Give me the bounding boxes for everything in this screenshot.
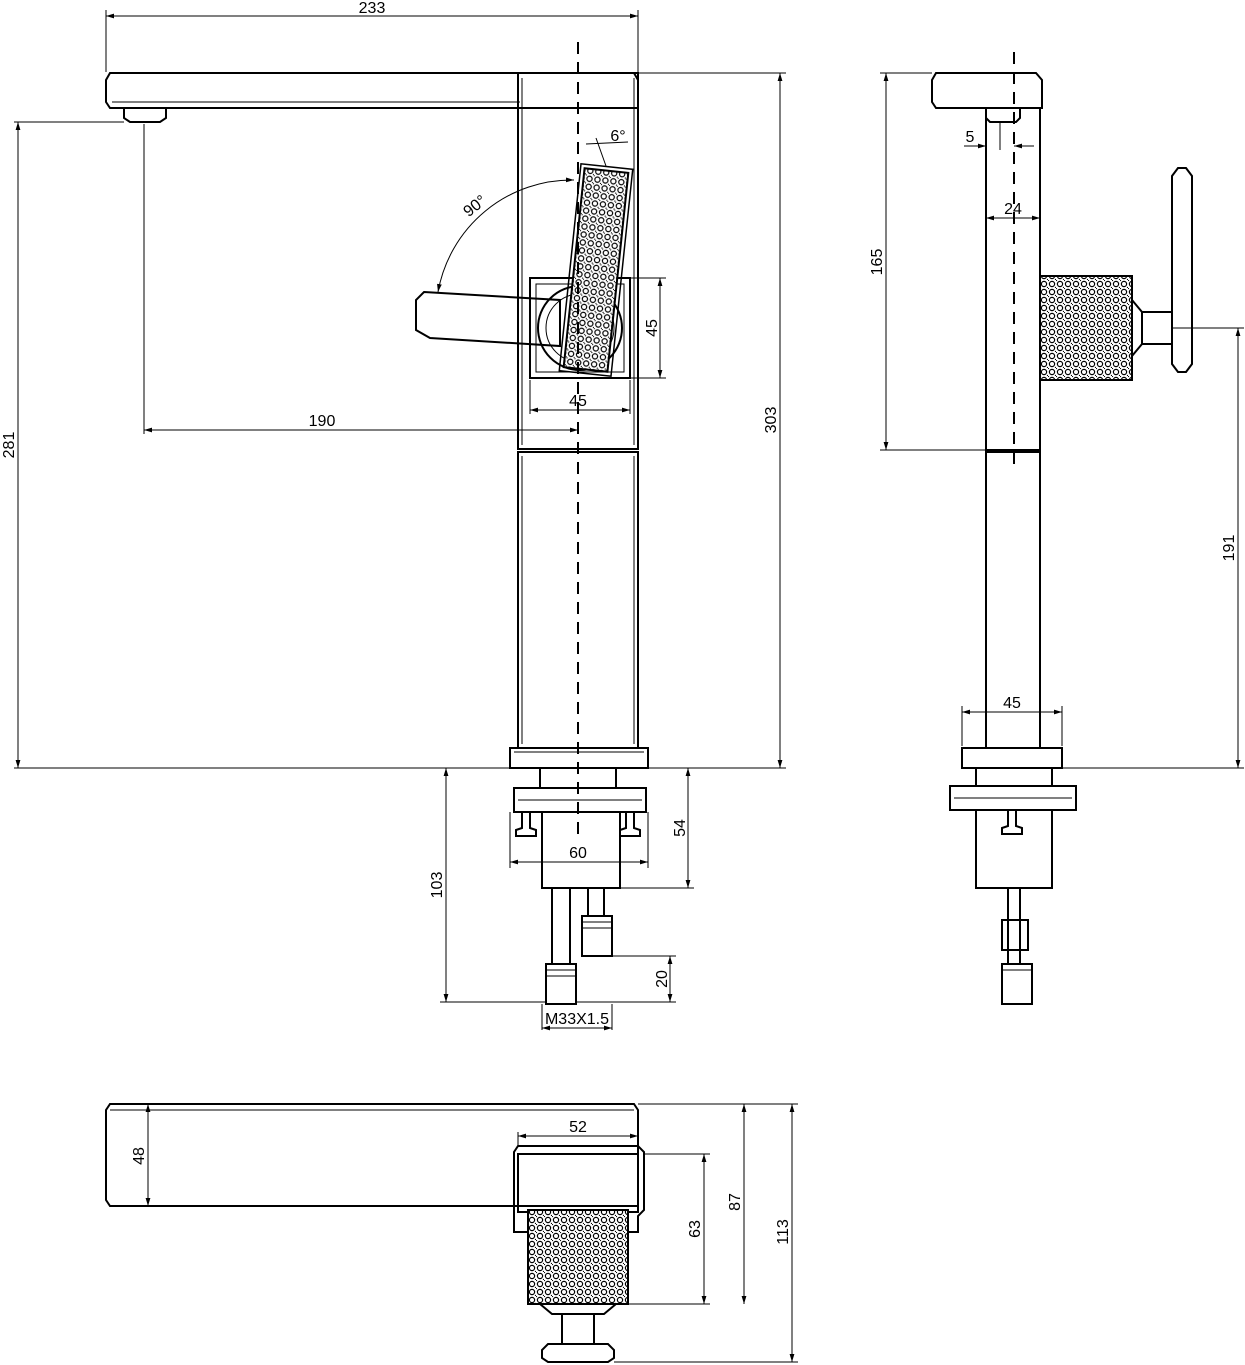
front-hose-end-left <box>545 963 577 1005</box>
side-hose-end <box>1001 963 1033 1005</box>
front-spout-arm <box>105 72 639 109</box>
front-shank <box>541 811 621 889</box>
front-bolt-right <box>619 812 641 837</box>
dim-side-lower-height: 191 <box>1221 535 1238 562</box>
dim-top-total-depth: 113 <box>775 1219 792 1245</box>
top-cartridge-knurl <box>527 1209 629 1305</box>
front-aerator <box>123 108 167 123</box>
front-handle-swung <box>415 290 561 348</box>
dim-top-handle-depth: 63 <box>687 1220 704 1238</box>
dim-top-handle-width: 52 <box>569 1119 587 1136</box>
dim-cartridge-height: 45 <box>644 319 661 337</box>
top-dimensions <box>145 1103 798 1363</box>
side-shank <box>975 809 1053 889</box>
dim-base-nut-height: 54 <box>672 819 689 837</box>
dim-front-height-total: 303 <box>763 407 780 434</box>
dim-shank-length: 103 <box>429 872 446 899</box>
dim-thread: M33X1.5 <box>545 1011 609 1028</box>
side-dimensions <box>880 72 1244 769</box>
dim-top-body-depth: 87 <box>727 1193 744 1211</box>
dim-front-width: 233 <box>359 0 386 17</box>
dim-spout-height: 281 <box>1 432 18 459</box>
dim-side-base-width: 45 <box>1003 695 1021 712</box>
side-handle-lever <box>1171 167 1193 373</box>
front-swing-arc <box>437 177 575 293</box>
top-view <box>105 1103 645 1363</box>
dim-spout-reach: 190 <box>309 413 336 430</box>
dim-top-spout-depth: 48 <box>131 1147 148 1165</box>
dim-base-nut-width: 60 <box>569 845 587 862</box>
dim-side-outlet-offset: 5 <box>966 129 975 146</box>
dim-handle-swing: 90° <box>460 192 490 220</box>
dim-handle-tilt: 6° <box>610 128 625 145</box>
front-bolt-left <box>515 812 537 837</box>
top-handle-stem <box>561 1313 595 1345</box>
top-handle-lever <box>541 1343 615 1363</box>
dim-side-height: 165 <box>869 249 886 276</box>
front-handle-knurled <box>558 163 634 377</box>
dim-hose-end: 20 <box>654 970 671 988</box>
side-view <box>931 52 1193 1005</box>
front-view <box>105 42 649 1005</box>
dim-cartridge-width: 45 <box>569 393 587 410</box>
side-cartridge-knurl <box>1039 275 1133 381</box>
dim-side-body-width: 24 <box>1004 201 1022 218</box>
front-dimensions <box>14 10 786 1031</box>
side-base-flange <box>961 747 1063 769</box>
side-spout <box>931 72 1043 109</box>
front-hose-end-right <box>581 915 613 957</box>
dimension-labels: 233 303 281 190 6° 90° 45 45 60 54 103 2… <box>1 0 1238 1245</box>
side-handle-stem <box>1141 311 1173 345</box>
